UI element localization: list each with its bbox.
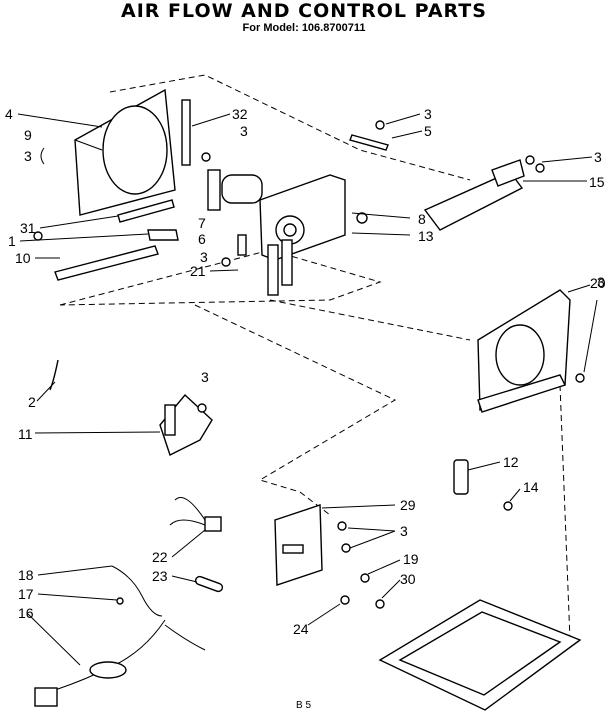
callout-3f: 3 xyxy=(597,274,605,290)
control-plate xyxy=(274,504,351,586)
callout-5: 5 xyxy=(424,123,432,139)
motor-mount-bracket xyxy=(259,174,368,296)
part-24 xyxy=(340,595,350,605)
callout-3d: 3 xyxy=(594,149,602,165)
base-pan xyxy=(378,599,582,711)
callout-7: 7 xyxy=(198,215,206,231)
callout-3e: 3 xyxy=(200,249,208,265)
part-30 xyxy=(375,599,385,609)
callout-4: 4 xyxy=(5,106,13,122)
callout-15: 15 xyxy=(589,174,605,190)
callout-18: 18 xyxy=(18,567,34,583)
callout-30: 30 xyxy=(400,571,416,587)
callout-6: 6 xyxy=(198,231,206,247)
top-strip-part xyxy=(349,134,389,151)
callout-3g: 3 xyxy=(201,369,209,385)
callout-3h: 3 xyxy=(400,523,408,539)
callout-19: 19 xyxy=(403,551,419,567)
grille-part xyxy=(423,155,545,231)
capacitor-part xyxy=(201,152,263,211)
top-screw-part xyxy=(375,120,385,130)
callout-3b: 3 xyxy=(240,123,248,139)
page-code: B 5 xyxy=(296,700,312,711)
callout-14: 14 xyxy=(523,479,539,495)
callout-23: 23 xyxy=(152,568,168,584)
sleeve-part xyxy=(194,575,224,593)
knob-part xyxy=(503,501,513,511)
callout-13: 13 xyxy=(418,228,434,244)
callout-1: 1 xyxy=(8,233,16,249)
screw-part-21 xyxy=(221,257,231,267)
left-shroud-panel xyxy=(74,88,176,216)
tube-part xyxy=(49,359,59,391)
callout-29: 29 xyxy=(400,497,416,513)
callout-16: 16 xyxy=(18,605,34,621)
switch-part xyxy=(453,459,469,495)
callout-11: 11 xyxy=(18,426,33,442)
power-cord-harness xyxy=(34,565,206,707)
callout-3c: 3 xyxy=(424,106,432,122)
callout-20: 20 xyxy=(590,275,606,291)
callout-labels: 4 32 9 3 3 3 5 3 15 7 6 8 13 31 1 10 21 … xyxy=(5,106,606,637)
vertical-strip-part xyxy=(181,99,191,166)
callout-2: 2 xyxy=(28,394,36,410)
part-19 xyxy=(360,573,370,583)
bracket-part xyxy=(147,229,179,241)
callout-9: 9 xyxy=(24,127,32,143)
callout-3a: 3 xyxy=(24,148,32,164)
diagram-title: AIR FLOW AND CONTROL PARTS xyxy=(121,0,487,22)
right-shroud-panel xyxy=(477,289,585,413)
relay-part xyxy=(169,497,222,532)
small-bracket-part xyxy=(237,234,247,256)
callout-21: 21 xyxy=(190,263,206,279)
short-bar-part xyxy=(117,199,175,223)
callout-31: 31 xyxy=(20,220,36,236)
control-bracket xyxy=(159,393,213,456)
clip-part xyxy=(40,147,45,165)
long-bar-part xyxy=(54,245,159,281)
callout-32: 32 xyxy=(232,106,248,122)
callout-8: 8 xyxy=(418,211,426,227)
callout-22: 22 xyxy=(152,549,168,565)
model-subtitle: For Model: 106.8700711 xyxy=(242,22,366,34)
callout-leaders xyxy=(17,113,598,666)
callout-24: 24 xyxy=(293,621,309,637)
callout-17: 17 xyxy=(18,586,34,602)
callout-10: 10 xyxy=(15,250,31,266)
callout-12: 12 xyxy=(503,454,519,470)
